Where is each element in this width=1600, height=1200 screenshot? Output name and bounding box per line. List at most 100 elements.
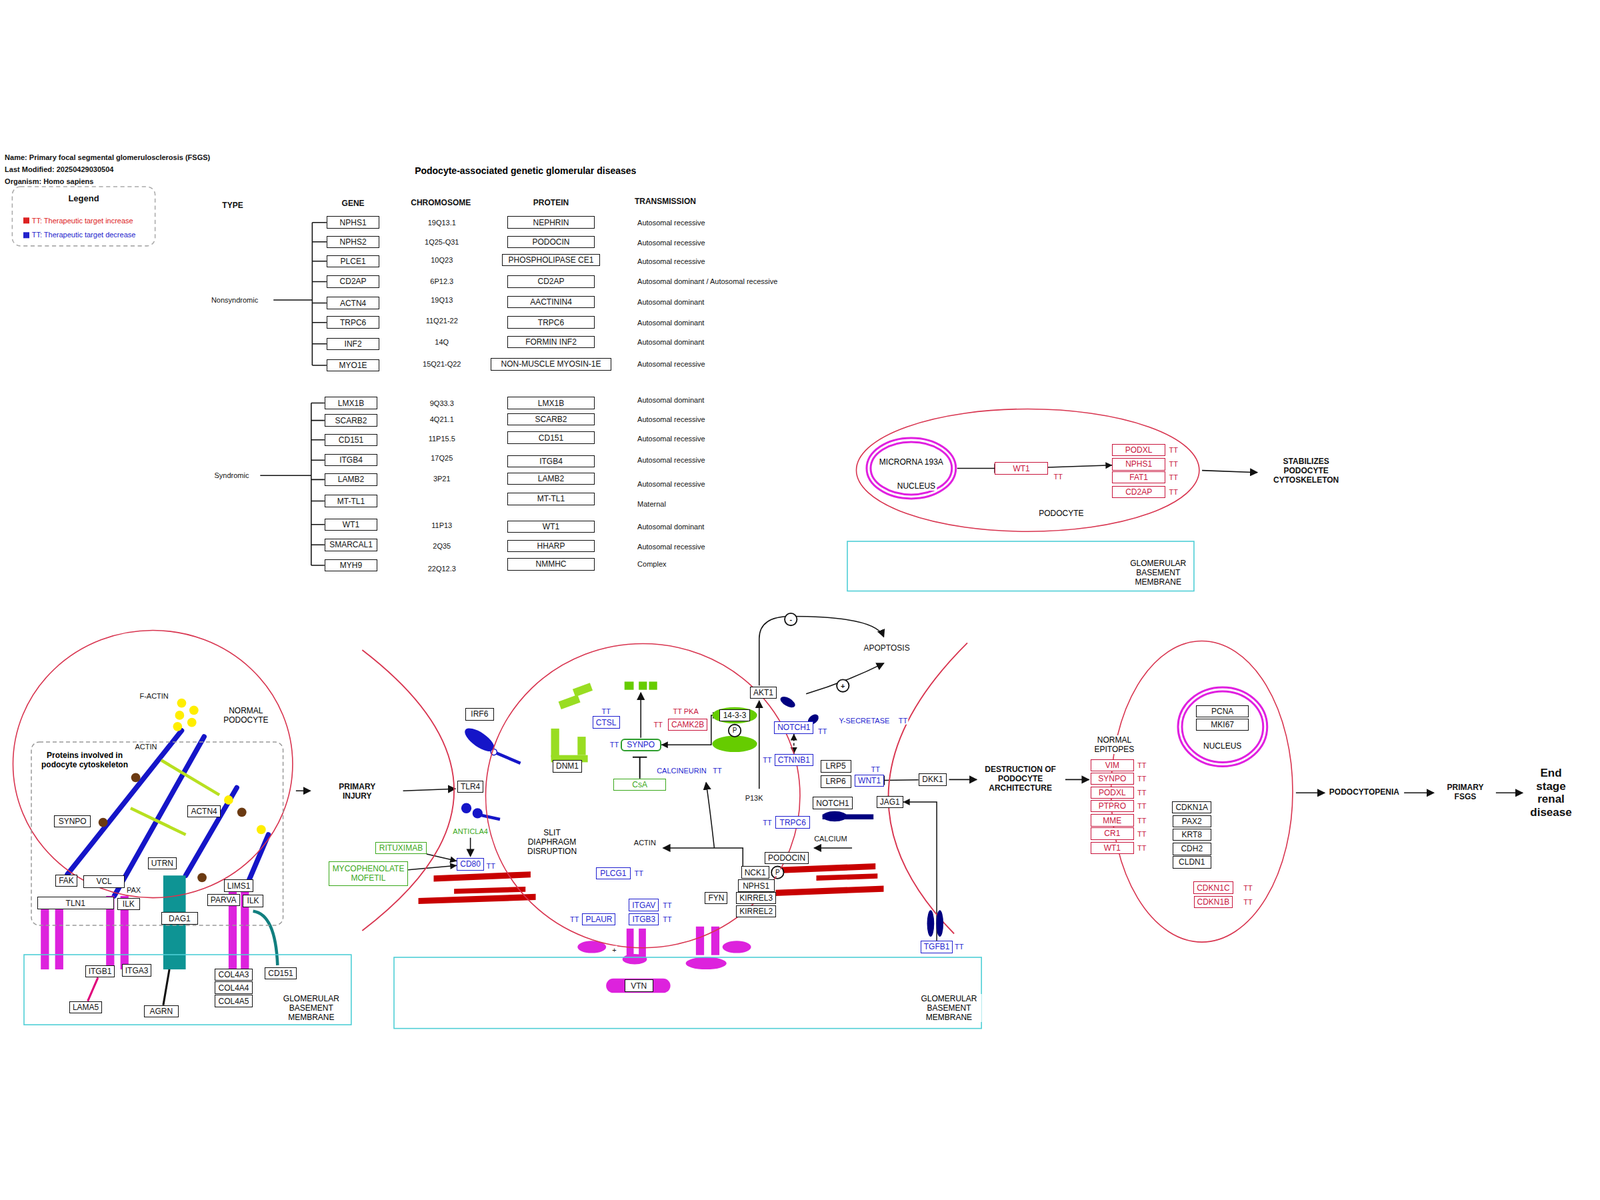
node-box: CLDN1 [1172, 856, 1212, 868]
node-box: WT1 [1090, 842, 1134, 854]
node-box: FAT1 [1112, 471, 1166, 484]
node-box: WT1 [994, 462, 1048, 474]
node-text: COL4A5 [218, 996, 249, 1006]
membrane-band: GLOMERULAR BASEMENT MEMBRANE [846, 540, 1195, 592]
label-text: Autosomal recessive [636, 456, 706, 465]
node-box: ITGAV [628, 898, 659, 911]
node-text: CD151 [338, 435, 364, 445]
node-text: LAMB2 [338, 474, 364, 484]
label-text: 17Q25 [430, 454, 454, 463]
node-box: KIRREL3 [736, 892, 776, 904]
node-text: MKI67 [1210, 720, 1234, 730]
nucleus-circle: MICRORNA 193ANUCLEUS [865, 436, 958, 500]
connector [903, 798, 937, 941]
node-box: LMX1B [507, 396, 596, 409]
node-box: PCNA [1196, 705, 1250, 718]
node-text: VCL [96, 876, 112, 886]
label-text: STABILIZES PODOCYTE CYTOSKELETON [1264, 457, 1348, 485]
label-text: Autosomal recessive [636, 238, 706, 248]
label-text: TYPE [221, 201, 244, 211]
node-text: DKK1 [922, 774, 943, 784]
node-box: SYNPO [620, 738, 662, 751]
label-text: PRIMARY INJURY [328, 782, 387, 802]
node-box: PTPRO [1090, 800, 1134, 812]
node-box: DKK1 [918, 773, 948, 786]
node-text: NOTCH1 [816, 798, 849, 808]
connector [957, 464, 996, 474]
node-box: AACTININ4 [507, 296, 596, 308]
label-text: Syndromic [213, 471, 250, 480]
node-text: PODOCIN [532, 237, 570, 247]
node-text: SCARB2 [335, 416, 368, 426]
node-box: INF2 [326, 338, 380, 350]
node-text: AACTININ4 [530, 297, 572, 307]
node-text: DNM1 [556, 761, 579, 771]
label-text: TT [1136, 829, 1147, 838]
node-text: NPHS1 [340, 218, 367, 228]
node-box: ITGB3 [628, 913, 659, 926]
node-text: SYNPO [58, 816, 87, 826]
node-box: ILK [117, 898, 140, 910]
node-text: CD2AP [340, 276, 367, 286]
node-box: FORMIN INF2 [507, 336, 596, 348]
legend-swatch [23, 232, 30, 238]
label-text: Name: Primary focal segmental glomerulos… [4, 152, 211, 162]
node-text: WT1 [1104, 843, 1121, 853]
legend-entry: TT: Therapeutic target decrease [22, 230, 137, 239]
node-text: GLOMERULAR BASEMENT MEMBRANE [1125, 558, 1192, 587]
node-text: AKT1 [753, 688, 774, 698]
node-box: PODOCIN [507, 236, 596, 248]
label-text: TT [633, 869, 644, 878]
node-text: TRPC6 [538, 318, 564, 328]
node-text: TGFB1 [924, 942, 950, 952]
node-box: FAK [55, 874, 78, 887]
label-text: Autosomal dominant / Autosomal recessive [636, 277, 778, 286]
label-text: Autosomal dominant [636, 298, 705, 307]
node-text: DAG1 [168, 914, 191, 924]
label-text: TT [712, 766, 722, 775]
label-text: P [774, 868, 781, 877]
node-box: KIRREL2 [736, 905, 776, 918]
node-text: MYO1E [339, 360, 368, 370]
node-text: PAX2 [1182, 816, 1202, 826]
node-box: IRF6 [465, 708, 494, 720]
node-box: WNT1 [854, 774, 884, 787]
node-text: CTSL [596, 718, 617, 728]
node-text: LMX1B [338, 398, 364, 408]
label-text: TT [1168, 473, 1178, 482]
label-text: TT [1136, 761, 1147, 770]
node-box: TLR4 [457, 780, 484, 793]
connector [1048, 462, 1112, 469]
node-box: LRP6 [820, 775, 852, 788]
label-text: PRIMARY FSGS [1439, 783, 1492, 802]
node-text: PODXL [1098, 788, 1126, 798]
node-text: SCARB2 [535, 414, 568, 424]
label-text: TT [762, 756, 772, 765]
outline [393, 956, 982, 1030]
node-box: MT-TL1 [324, 494, 378, 507]
label-text: Autosomal dominant [636, 396, 705, 405]
label-text: Autosomal recessive [636, 434, 706, 444]
node-box: SCARB2 [324, 414, 378, 426]
label-text: Autosomal recessive [636, 542, 706, 552]
node-text: KRT8 [1182, 830, 1202, 840]
label-text: TT [1168, 460, 1178, 469]
node-box: PAX2 [1172, 815, 1212, 828]
node-text: FAK [58, 876, 74, 886]
node-text: VIM [1105, 760, 1120, 770]
node-text: LRP5 [826, 761, 846, 771]
connector-line [661, 715, 720, 745]
label-text: End stage renal disease [1526, 766, 1575, 819]
label-text: TRANSMISSION [634, 197, 697, 207]
label-text: Complex [636, 560, 667, 569]
node-text: NUCLEUS [1202, 741, 1243, 751]
connector [661, 712, 720, 748]
node-box: CDKN1C [1193, 881, 1233, 894]
node-text: WT1 [542, 522, 560, 532]
label-text: Autosomal dominant [636, 318, 705, 327]
node-text: PODXL [1125, 445, 1153, 455]
node-text: ITGB4 [339, 455, 363, 465]
node-box: NPHS1 [326, 216, 380, 228]
node-box: LRP5 [820, 760, 852, 772]
node-text: IRF6 [470, 709, 488, 719]
